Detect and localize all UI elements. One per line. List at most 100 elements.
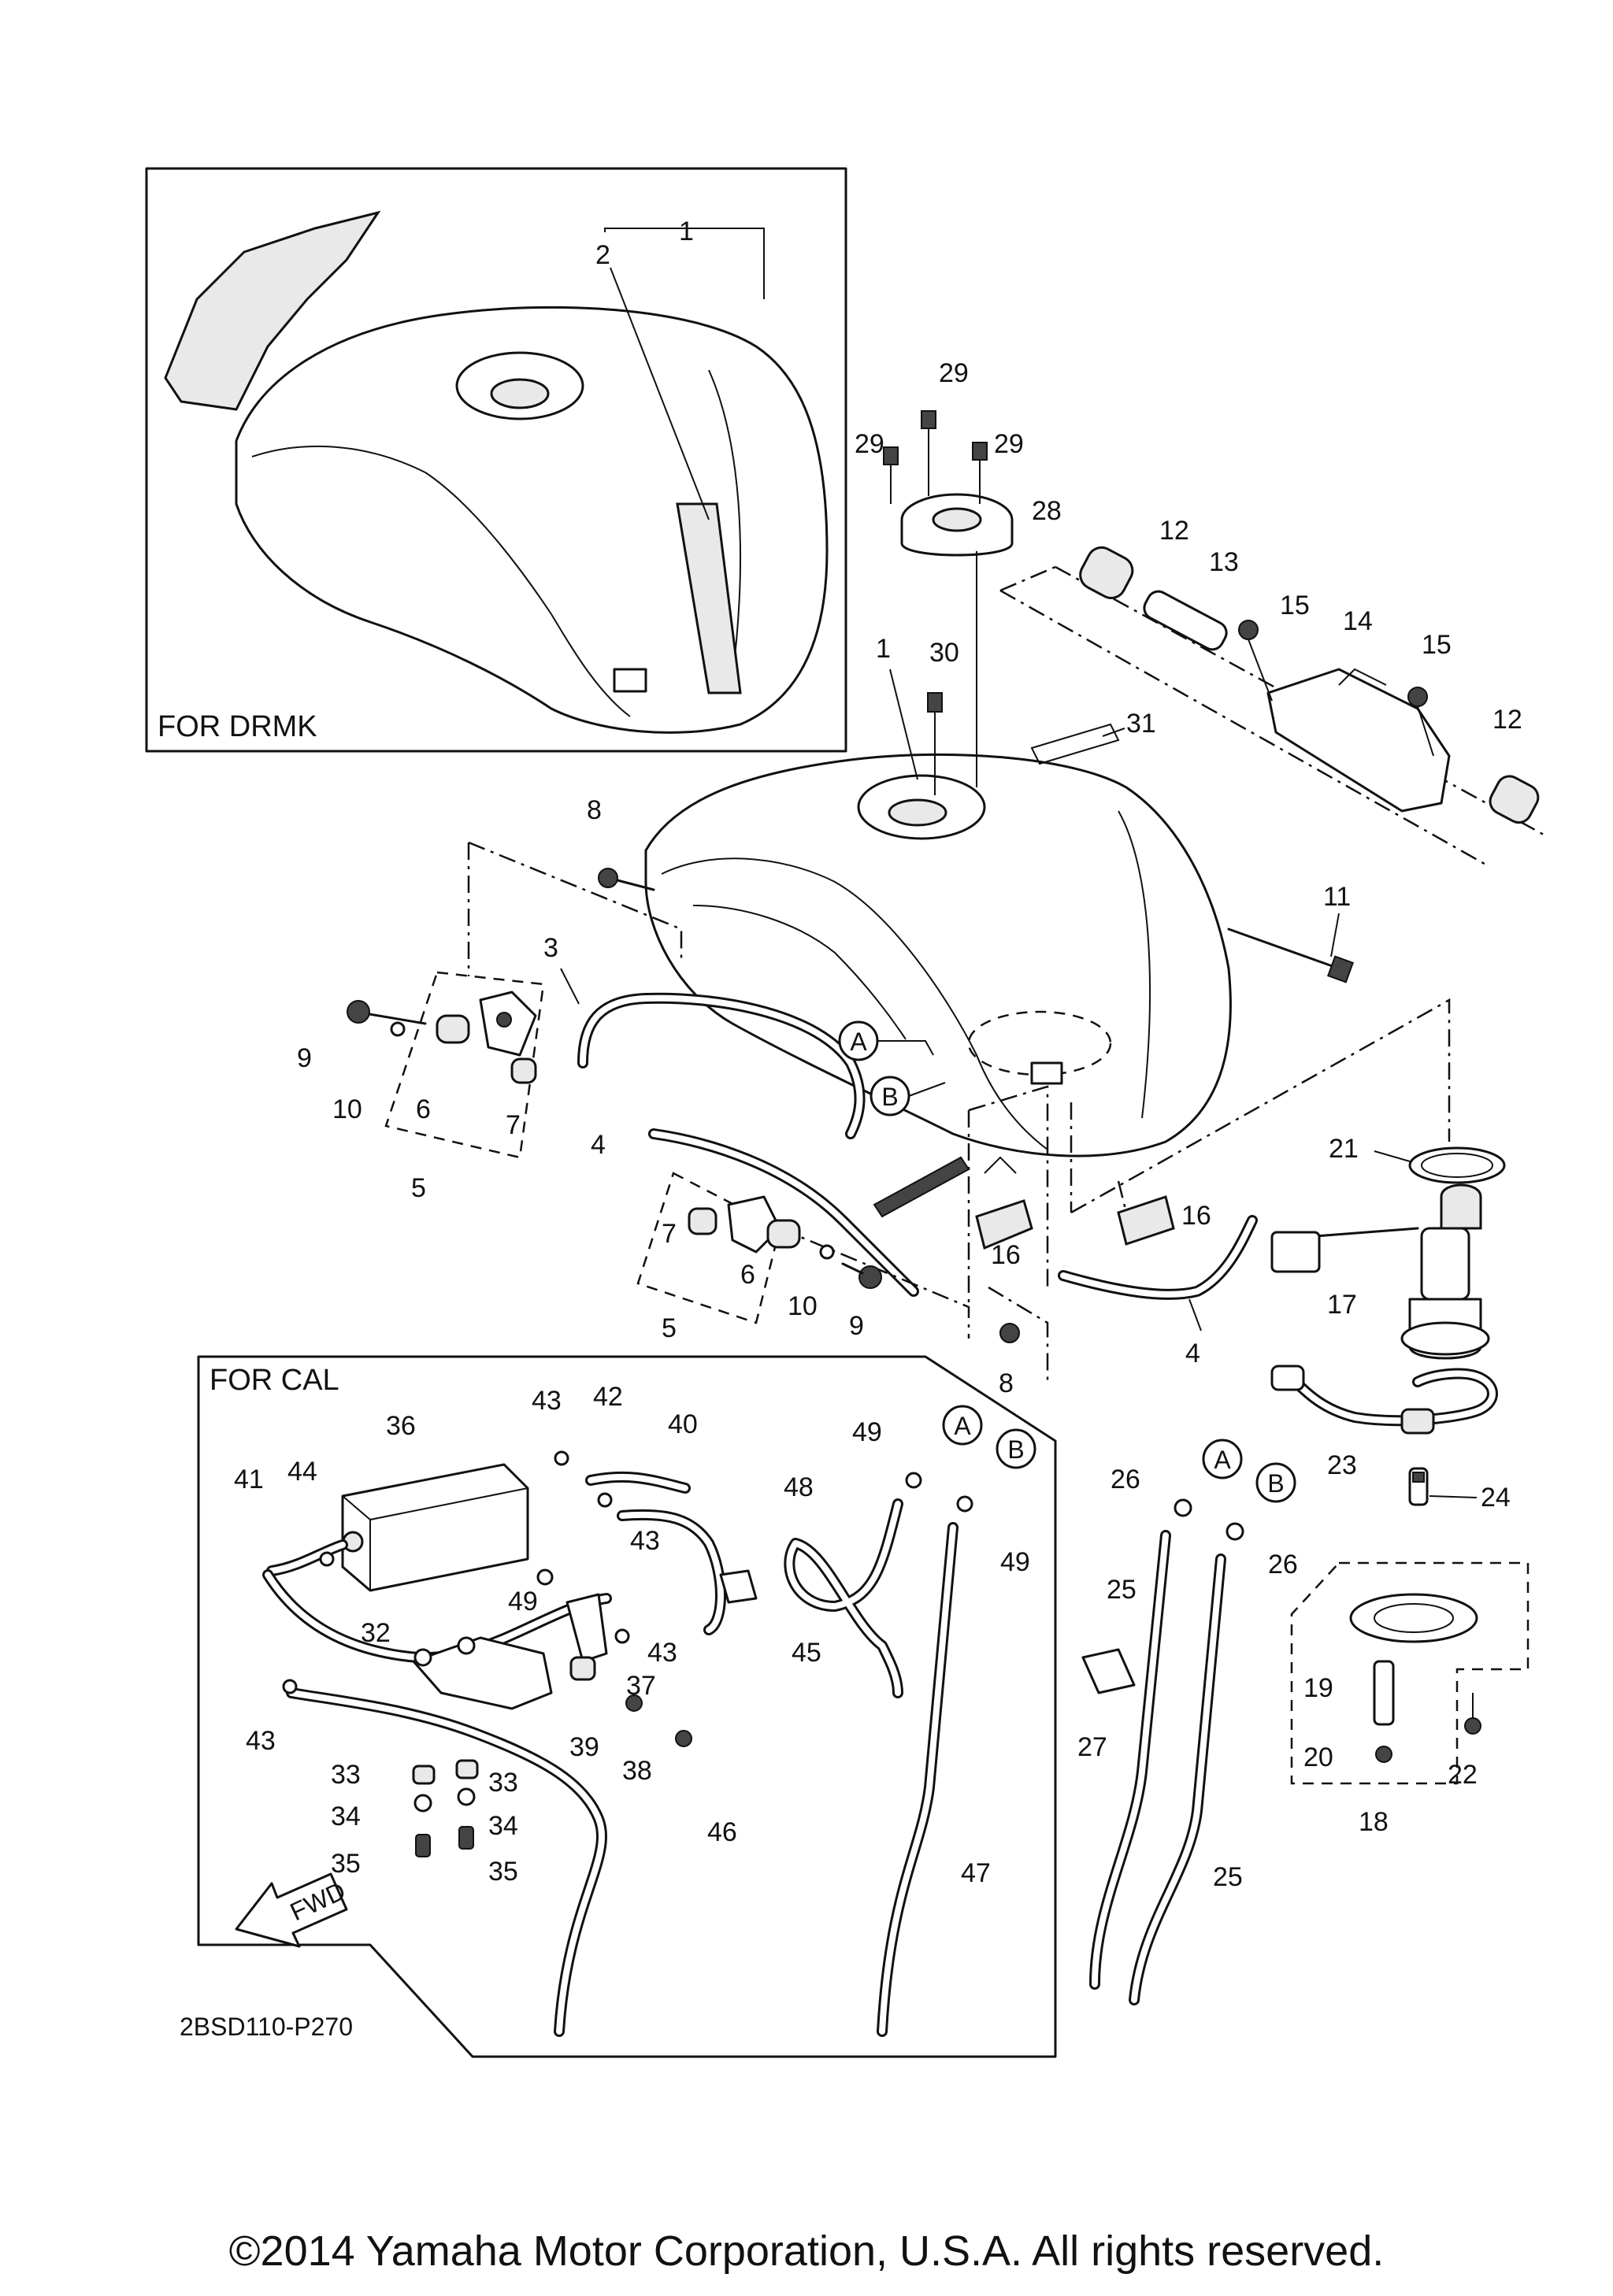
bolt-29b bbox=[921, 410, 936, 496]
bolt-15b bbox=[1407, 687, 1428, 707]
pump-motor bbox=[1420, 1227, 1470, 1301]
connector-a-tank: A bbox=[838, 1020, 934, 1061]
group-5a-outline bbox=[384, 971, 545, 1159]
bolt-22 bbox=[1464, 1717, 1481, 1735]
collar-34a bbox=[413, 1794, 432, 1813]
callout-39: 39 bbox=[569, 1732, 599, 1762]
svg-text:B: B bbox=[1007, 1435, 1024, 1464]
callout-6b: 6 bbox=[740, 1260, 755, 1290]
grommet-12a bbox=[1079, 546, 1134, 599]
connector-a-hose: A bbox=[1202, 1439, 1243, 1479]
drain-hose-25b bbox=[1129, 1554, 1226, 2005]
cushion-16b bbox=[1117, 1195, 1175, 1246]
clip-24 bbox=[1408, 1467, 1429, 1506]
bolt-35b bbox=[458, 1826, 474, 1850]
bolt-35a bbox=[415, 1834, 431, 1857]
grommet-7b bbox=[688, 1207, 718, 1235]
bolt-20 bbox=[1375, 1746, 1392, 1763]
cal-box-frame bbox=[197, 1355, 1057, 2058]
clamp-45 bbox=[719, 1569, 758, 1604]
callout-16a: 16 bbox=[991, 1240, 1021, 1270]
valve-37 bbox=[565, 1593, 608, 1663]
callout-47: 47 bbox=[961, 1858, 991, 1888]
callout-18: 18 bbox=[1359, 1807, 1389, 1837]
clip-26b bbox=[1226, 1522, 1244, 1541]
callout-43c: 43 bbox=[647, 1638, 677, 1668]
filler-cap-assembly bbox=[883, 410, 1014, 795]
decal-31 bbox=[1030, 723, 1120, 765]
bracket-16-group bbox=[967, 1085, 1049, 1386]
callout-49c: 49 bbox=[508, 1587, 538, 1616]
collar-6b bbox=[766, 1219, 801, 1249]
fuel-pump-assembly bbox=[1070, 998, 1506, 1360]
callout-4a: 4 bbox=[591, 1130, 606, 1160]
callout-16b: 16 bbox=[1181, 1201, 1211, 1231]
callout-29a: 29 bbox=[855, 429, 884, 459]
callout-35a: 35 bbox=[331, 1849, 361, 1879]
clip-49c bbox=[536, 1568, 554, 1586]
callout-15a: 15 bbox=[1280, 591, 1310, 620]
callout-8b: 8 bbox=[999, 1368, 1014, 1398]
callout-5b: 5 bbox=[662, 1313, 677, 1343]
bolt-15a bbox=[1238, 620, 1259, 640]
callout-30: 30 bbox=[929, 638, 959, 668]
collar-13 bbox=[1143, 590, 1228, 651]
bolt-11 bbox=[1227, 928, 1355, 983]
hose-4b bbox=[1058, 1215, 1258, 1300]
callout-15b: 15 bbox=[1422, 630, 1452, 660]
callout-11: 11 bbox=[1323, 882, 1351, 912]
grommet-39 bbox=[569, 1656, 596, 1681]
callout-1b: 1 bbox=[876, 634, 891, 664]
bracket-32 bbox=[412, 1636, 553, 1710]
bolt-8b bbox=[999, 1323, 1020, 1343]
callout-23: 23 bbox=[1327, 1450, 1357, 1480]
callout-26b: 26 bbox=[1268, 1550, 1298, 1579]
callout-26a: 26 bbox=[1111, 1465, 1140, 1494]
callout-49a: 49 bbox=[852, 1417, 882, 1447]
callout-10a: 10 bbox=[332, 1094, 362, 1124]
bolt-9a bbox=[347, 1000, 370, 1024]
callout-37: 37 bbox=[626, 1671, 656, 1701]
diagram-code: 2BSD110-P270 bbox=[180, 2013, 353, 2041]
callout-21: 21 bbox=[1329, 1134, 1359, 1164]
callout-22: 22 bbox=[1448, 1760, 1478, 1790]
svg-text:B: B bbox=[1267, 1469, 1284, 1498]
collar-6a bbox=[436, 1014, 470, 1044]
callout-40: 40 bbox=[668, 1409, 698, 1439]
callout-17: 17 bbox=[1327, 1290, 1357, 1320]
grommet-12b bbox=[1489, 775, 1540, 824]
callout-34b: 34 bbox=[488, 1811, 518, 1841]
fuel-tank bbox=[644, 753, 1232, 1157]
pump-flange bbox=[1349, 1593, 1478, 1643]
callout-10b: 10 bbox=[788, 1291, 818, 1321]
callout-2: 2 bbox=[595, 240, 610, 270]
drain-hose-25a bbox=[1089, 1530, 1171, 1990]
callout-6a: 6 bbox=[416, 1094, 431, 1124]
callout-45: 45 bbox=[792, 1638, 821, 1668]
callout-33b: 33 bbox=[488, 1768, 518, 1798]
damper-assembly-left bbox=[347, 841, 683, 1159]
clip-43b bbox=[597, 1492, 613, 1508]
fwd-arrow: FWD bbox=[235, 1872, 350, 1948]
callout-29c: 29 bbox=[994, 429, 1024, 459]
connector-a-cal: A bbox=[942, 1405, 983, 1446]
hose-3 bbox=[577, 992, 866, 1139]
hose-4a bbox=[648, 1128, 970, 1297]
callout-12b: 12 bbox=[1492, 705, 1522, 735]
clip-44 bbox=[319, 1551, 335, 1567]
clip-43c bbox=[614, 1628, 630, 1644]
callout-29b: 29 bbox=[939, 358, 969, 388]
clip-49b bbox=[956, 1495, 973, 1513]
callout-3: 3 bbox=[543, 933, 558, 963]
callout-44: 44 bbox=[287, 1457, 317, 1487]
bolt-29c bbox=[972, 442, 988, 504]
cushion-16a bbox=[975, 1199, 1033, 1250]
cal-box-title: FOR CAL bbox=[210, 1364, 339, 1397]
callout-5a: 5 bbox=[411, 1173, 426, 1203]
callout-48: 48 bbox=[784, 1472, 814, 1502]
connector-b-cal: B bbox=[996, 1428, 1036, 1469]
clip-43d bbox=[282, 1679, 298, 1694]
callout-36: 36 bbox=[386, 1411, 416, 1441]
copyright-notice: ©2014 Yamaha Motor Corporation, U.S.A. A… bbox=[228, 2227, 1385, 2275]
